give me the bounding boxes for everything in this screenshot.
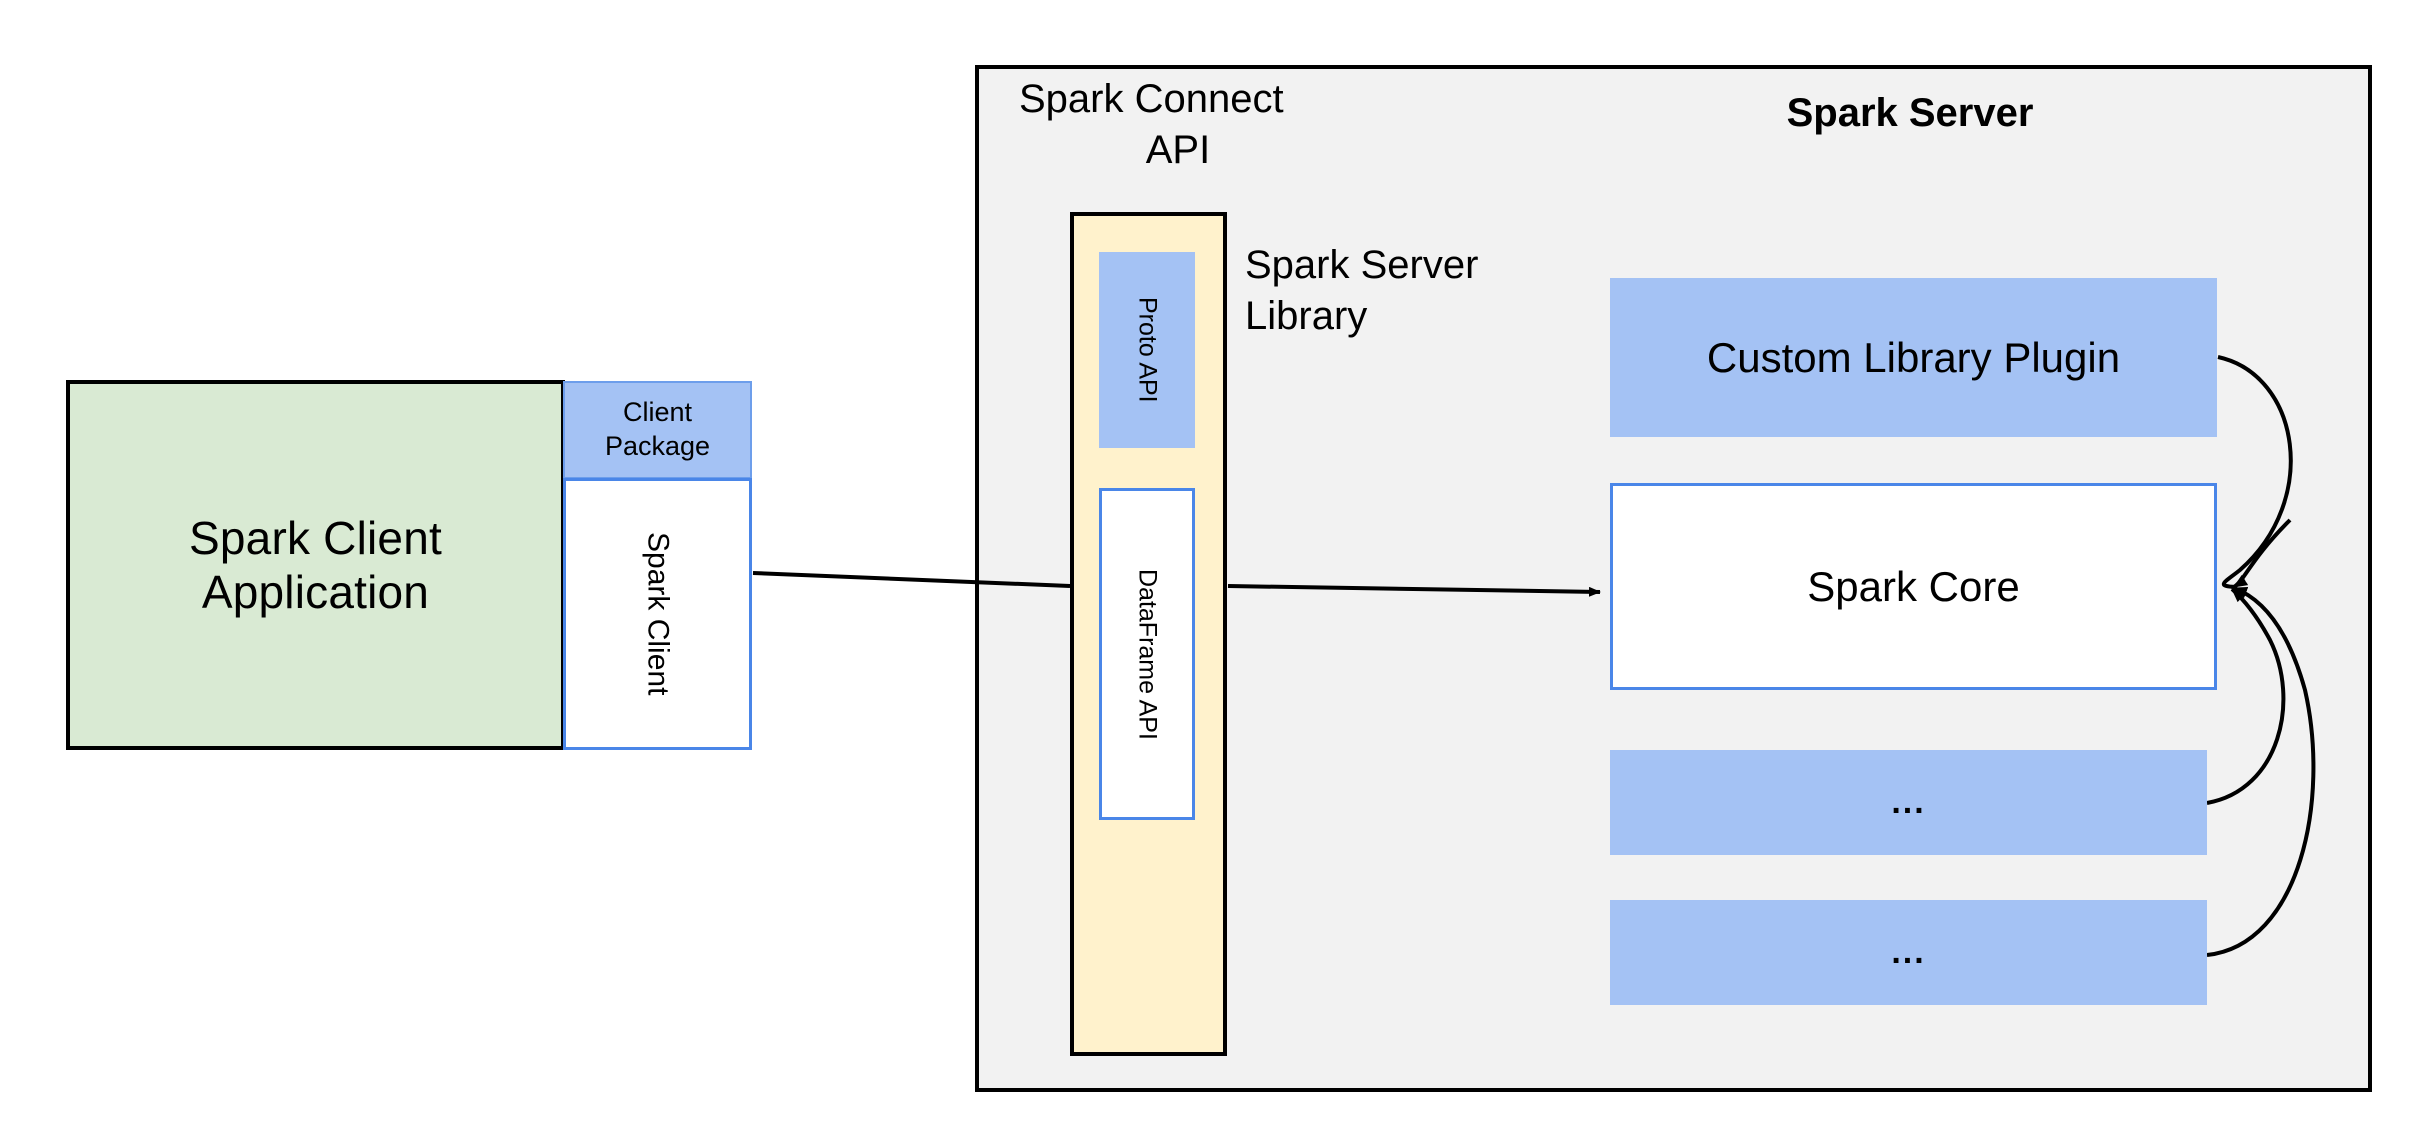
ellipsis-box-2[interactable]: ...	[1610, 900, 2207, 1005]
spark-client-box[interactable]: Spark Client	[563, 478, 752, 750]
spark-core-box[interactable]: Spark Core	[1610, 483, 2217, 690]
custom-library-plugin-box[interactable]: Custom Library Plugin	[1610, 278, 2217, 437]
spark-connect-api-label: Spark Connect API	[1013, 68, 1343, 172]
spark-server-title: Spark Server	[1786, 90, 2034, 135]
dataframe-api-box[interactable]: DataFrame API	[1099, 488, 1195, 820]
spark-client-application-line2: Application	[201, 566, 430, 618]
spark-connect-api-line2: API	[1145, 128, 1211, 173]
spark-client-label: Spark Client	[641, 532, 675, 696]
spark-server-library-line2: Library	[1245, 294, 1368, 339]
spark-client-application-box[interactable]: Spark Client Application	[66, 380, 565, 750]
ellipsis-box-1-label: ...	[1891, 783, 1926, 821]
custom-library-plugin-label: Custom Library Plugin	[1706, 333, 2121, 381]
spark-server-library-line1: Spark Server	[1245, 243, 1479, 287]
spark-connect-api-line1: Spark Connect	[1019, 77, 1284, 121]
proto-api-box[interactable]: Proto API	[1099, 252, 1195, 448]
client-package-box[interactable]: Client Package	[563, 381, 752, 479]
ellipsis-box-1[interactable]: ...	[1610, 750, 2207, 855]
proto-api-label: Proto API	[1133, 297, 1162, 403]
spark-server-library-label: Spark Server Library	[1245, 240, 1575, 350]
spark-client-application-line1: Spark Client	[189, 511, 442, 564]
ellipsis-box-2-label: ...	[1891, 933, 1926, 971]
client-package-line1: Client	[622, 397, 692, 428]
spark-core-label: Spark Core	[1807, 562, 2020, 610]
spark-client-application-label: Spark Client Application	[189, 511, 442, 620]
client-package-line2: Package	[604, 431, 711, 461]
client-package-label: Client Package	[605, 396, 710, 464]
dataframe-api-label: DataFrame API	[1133, 568, 1162, 740]
